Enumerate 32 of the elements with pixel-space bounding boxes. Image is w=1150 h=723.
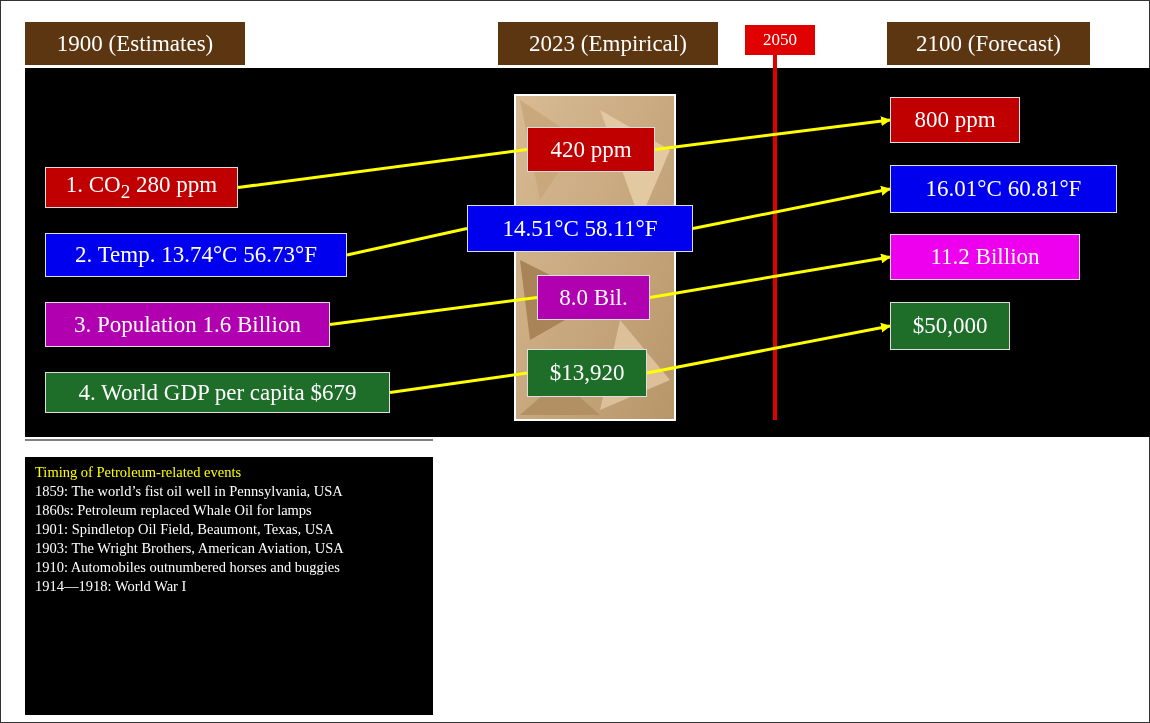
header-tab: 1900 (Estimates) <box>25 22 245 65</box>
year-marker-label: 2050 <box>745 25 815 55</box>
data-box: $13,920 <box>527 349 647 397</box>
data-box: 14.51°C 58.11°F <box>467 205 693 252</box>
data-box: 16.01°C 60.81°F <box>890 165 1117 213</box>
arrow <box>654 116 891 151</box>
data-box: 420 ppm <box>527 127 655 172</box>
arrow <box>646 322 891 375</box>
connector-line <box>346 227 468 257</box>
data-box: $50,000 <box>890 302 1010 350</box>
event-line: 1910: Automobiles outnumbered horses and buggies <box>35 558 341 577</box>
event-line: 1914—1918: World War I <box>35 577 188 596</box>
event-line: 1859: The world’s fist oil well in Pennsylvania, USA <box>35 482 344 501</box>
arrow <box>649 253 891 299</box>
connector-line <box>329 296 538 326</box>
header-tab: 2100 (Forecast) <box>887 22 1090 65</box>
connector-line <box>389 371 528 394</box>
event-line: 1903: The Wright Brothers, American Aviation, USA <box>35 539 345 558</box>
panel-heading: Timing of Petroleum-related events <box>35 463 243 482</box>
data-box: 3. Population 1.6 Billion <box>45 302 330 347</box>
header-tab: 2023 (Empirical) <box>498 22 718 65</box>
data-box: 8.0 Bil. <box>537 275 650 320</box>
data-box: 4. World GDP per capita $679 <box>45 372 390 413</box>
data-box: 11.2 Billion <box>890 234 1080 280</box>
event-line: 1860s: Petroleum replaced Whale Oil for lamps <box>35 501 313 520</box>
arrow <box>692 185 891 230</box>
data-box: 2. Temp. 13.74°C 56.73°F <box>45 233 347 277</box>
connector-line <box>237 148 528 189</box>
event-line: 1901: Spindletop Oil Field, Beaumont, Texas, USA <box>35 520 335 539</box>
events-panel <box>25 457 433 715</box>
data-box: 800 ppm <box>890 97 1020 143</box>
data-box: 1. CO$_{2}$ 280 ppm <box>45 167 238 208</box>
